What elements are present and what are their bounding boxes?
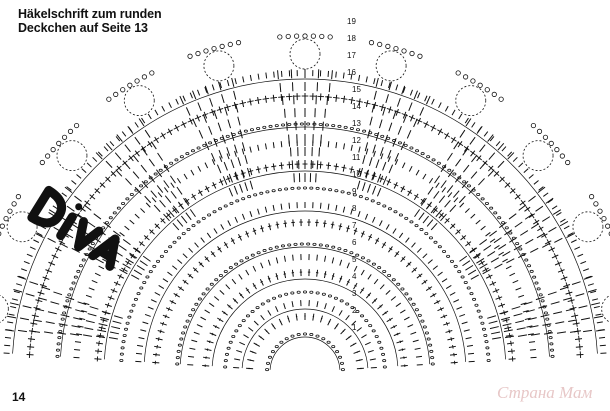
page-number: 14 [12, 390, 26, 404]
row-number: 12 [352, 136, 361, 145]
row-number: 16 [347, 68, 356, 77]
row-number: 13 [352, 119, 361, 128]
row-number: 4 [352, 272, 357, 281]
row-number: 2 [352, 306, 357, 315]
row-number: 14 [352, 102, 361, 111]
watermark: Страна Мам [497, 383, 593, 402]
row-number: 15 [352, 85, 361, 94]
title-line-1: Häkelschrift zum runden [18, 7, 162, 21]
diva-logo [27, 185, 120, 271]
pineapple-panels [4, 69, 606, 340]
row-number: 3 [352, 289, 357, 298]
row-number: 17 [347, 51, 356, 60]
row-number: 1 [352, 323, 357, 332]
pattern-title: Häkelschrift zum runden Deckchen auf Sei… [18, 7, 162, 35]
row-number: 10 [352, 170, 361, 179]
row-number: 18 [347, 34, 356, 43]
row-number: 19 [347, 17, 356, 26]
row-number: 6 [352, 238, 357, 247]
title-line-2: Deckchen auf Seite 13 [18, 21, 148, 35]
row-number: 9 [352, 187, 357, 196]
row-number: 5 [352, 255, 357, 264]
row-number: 11 [352, 153, 361, 162]
outer-scallops [0, 33, 610, 323]
stitch-rings [3, 70, 607, 372]
row-number: 8 [352, 204, 357, 213]
row-number: 7 [352, 221, 357, 230]
